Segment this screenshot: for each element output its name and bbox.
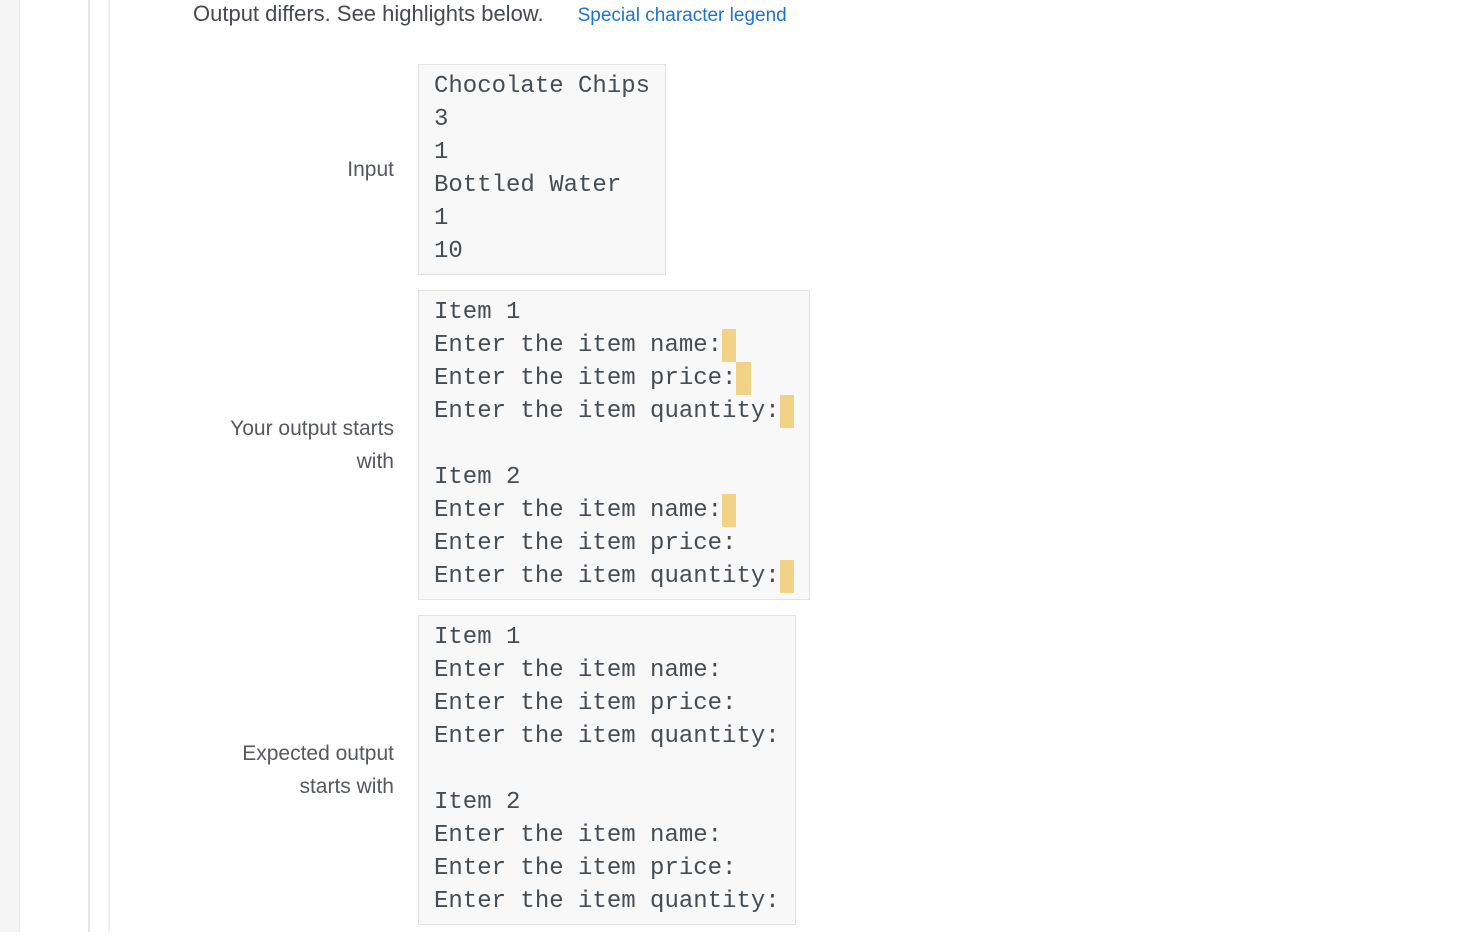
output-line: Chocolate Chips xyxy=(434,73,651,100)
your-output-row: Your output starts with Item 1 Enter the … xyxy=(204,290,811,600)
output-line: Item 2 xyxy=(434,464,521,491)
content-divider xyxy=(108,0,110,932)
output-line: Enter the item name: xyxy=(434,329,794,362)
expected-output-row: Expected output starts with Item 1 Enter … xyxy=(204,615,810,925)
expected-output-box: Item 1 Enter the item name: Enter the item… xyxy=(418,615,796,925)
special-character-legend-link[interactable]: Special character legend xyxy=(577,5,787,26)
output-line: Enter the item quantity: xyxy=(434,888,780,915)
whitespace-diff-highlight xyxy=(779,560,795,593)
output-line: 10 xyxy=(434,238,463,265)
output-line: Item 2 xyxy=(434,789,521,816)
left-panel-edge xyxy=(0,0,20,932)
output-line: Enter the item price: xyxy=(434,530,737,557)
output-line: 1 xyxy=(434,205,449,232)
your-output-label: Your output starts with xyxy=(230,417,394,473)
output-line: Enter the item quantity: xyxy=(434,395,795,428)
input-label: Input xyxy=(347,158,394,181)
whitespace-diff-highlight xyxy=(722,494,737,527)
expected-output-label: Expected output starts with xyxy=(242,742,394,798)
output-line: Enter the item name: xyxy=(434,494,794,527)
output-line: Item 1 xyxy=(434,299,521,326)
output-line: Enter the item price: xyxy=(434,855,737,882)
whitespace-diff-highlight xyxy=(779,395,795,428)
output-line xyxy=(434,753,780,786)
output-line: Enter the item quantity: xyxy=(434,560,795,593)
output-line: 3 xyxy=(434,106,449,133)
output-line: Enter the item price: xyxy=(434,362,794,395)
output-line: Bottled Water xyxy=(434,172,622,199)
panel-divider xyxy=(88,0,90,932)
output-line: Item 1 xyxy=(434,624,521,651)
output-line: 1 xyxy=(434,139,449,166)
output-line xyxy=(434,428,794,461)
output-line: Enter the item quantity: xyxy=(434,723,780,750)
your-output-box: Item 1 Enter the item name: Enter the ite… xyxy=(418,290,811,600)
output-line: Enter the item price: xyxy=(434,690,737,717)
output-line: Enter the item name: xyxy=(434,657,723,684)
output-line: Enter the item name: xyxy=(434,822,723,849)
test-result-header: Output differs. See highlights below. Sp… xyxy=(193,0,787,30)
whitespace-diff-highlight xyxy=(722,329,737,362)
whitespace-diff-highlight xyxy=(736,362,751,395)
status-message: Output differs. See highlights below. xyxy=(193,1,544,26)
